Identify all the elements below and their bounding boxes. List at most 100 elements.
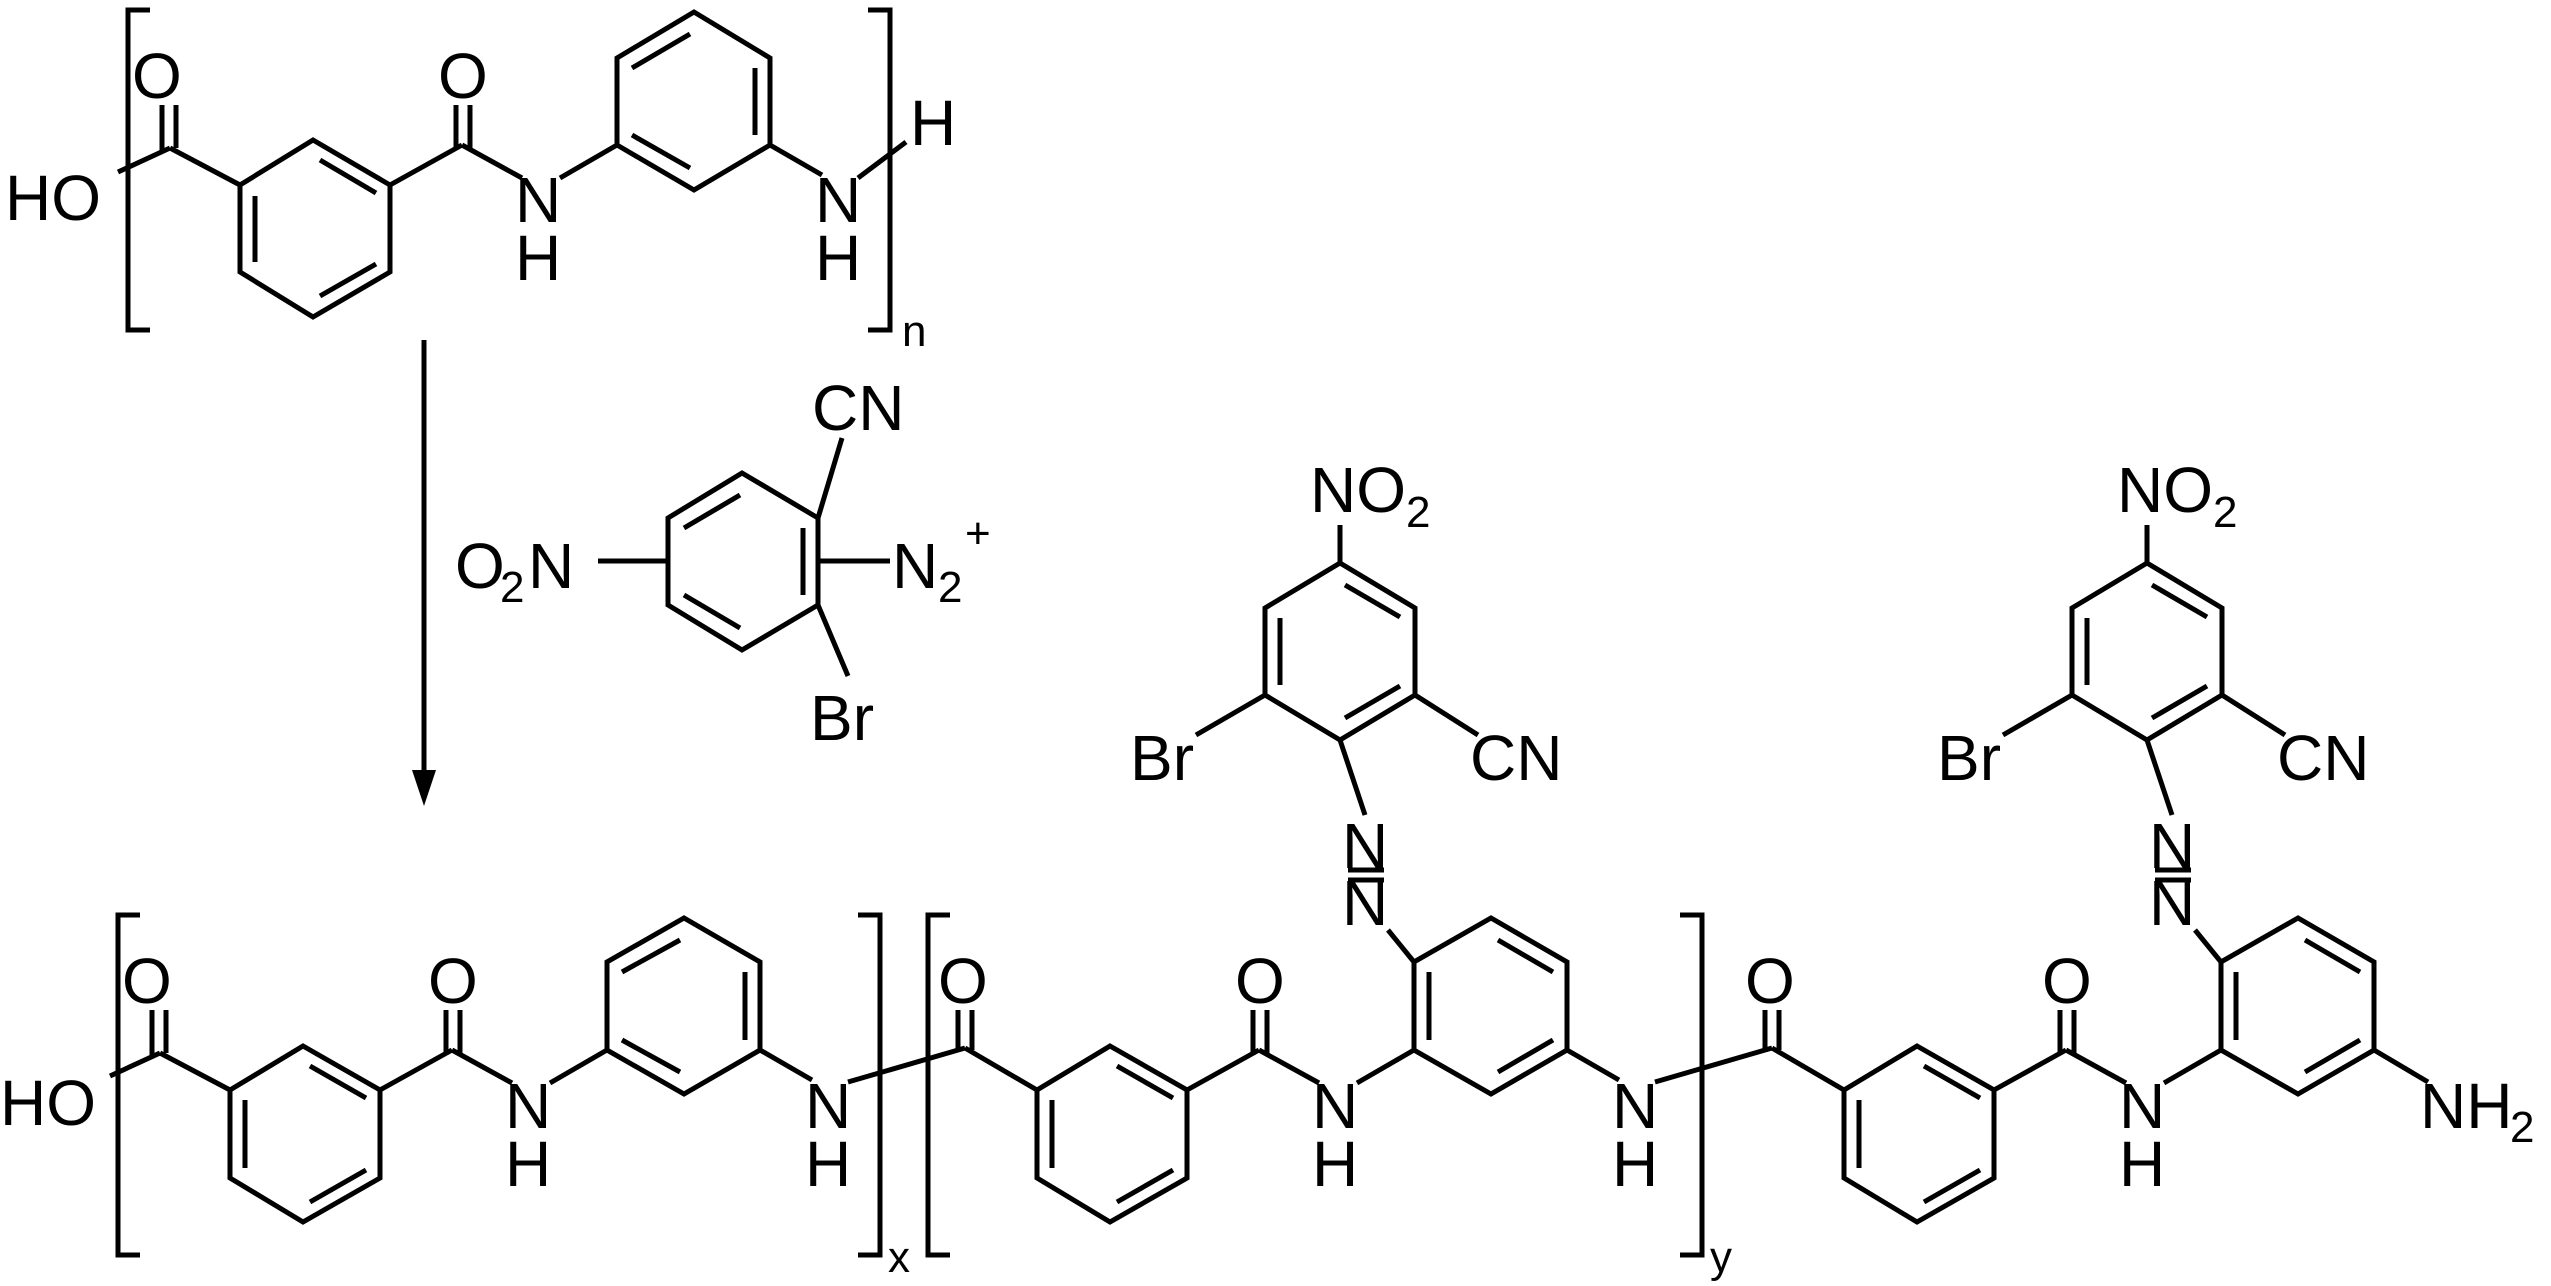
bond [2150, 683, 2209, 721]
atom-h: H [1312, 1128, 1358, 1200]
bond [1922, 1167, 1982, 1205]
subscript-2: 2 [500, 563, 524, 612]
benzene-ring [2069, 560, 2225, 743]
bond [1185, 1047, 1261, 1093]
bond [308, 1063, 368, 1101]
atom-br: Br [1937, 722, 2001, 794]
benzene-ring [614, 9, 773, 193]
bond [2220, 692, 2287, 738]
bond [815, 437, 845, 519]
bond [318, 157, 378, 196]
atom-n: N [1612, 1070, 1658, 1142]
reactant-polymer: n O HO O N H N H H [5, 7, 956, 356]
bond [1922, 1063, 1982, 1101]
bracket-right-x [858, 912, 883, 1258]
atom-nh2: NH [2420, 1070, 2512, 1142]
benzene-ring [237, 137, 393, 320]
atom-h: H [815, 222, 861, 294]
bond [1413, 692, 1480, 738]
bond [1337, 739, 1368, 816]
bond [963, 1045, 1039, 1093]
bond [630, 31, 692, 71]
atom-n2: N [892, 530, 938, 602]
bond [2001, 692, 2074, 738]
bond [108, 1050, 162, 1079]
atom-h: H [805, 1128, 851, 1200]
benzene-ring [1034, 1043, 1190, 1225]
bracket-right-top [868, 7, 893, 333]
subscript-2: 2 [1406, 488, 1430, 537]
atom-no: NO [1310, 454, 1406, 526]
bond [768, 142, 824, 178]
bond [2144, 739, 2175, 816]
bond [630, 132, 692, 171]
atom-o: O [1745, 945, 1795, 1017]
bond [2303, 937, 2362, 975]
bond [1496, 1037, 1555, 1075]
atom-o: O [938, 945, 988, 1017]
atom-cn: CN [1470, 722, 1562, 794]
atom-o: O [428, 945, 478, 1017]
bond [460, 142, 524, 181]
bond [1257, 1047, 1321, 1086]
reaction-arrow [412, 340, 436, 806]
atom-no: NO [2117, 454, 2213, 526]
atom-h: H [515, 222, 561, 294]
atom-h: H [1612, 1128, 1658, 1200]
bond [548, 1047, 609, 1086]
atom-o: O [2042, 945, 2092, 1017]
benzene-ring [1411, 915, 1570, 1097]
arrow-head [412, 770, 436, 806]
bond [2150, 582, 2209, 620]
atom-n: N [515, 164, 561, 236]
bracket-left-y [925, 912, 950, 1258]
atom-h: H [505, 1128, 551, 1200]
atom-cn: CN [812, 372, 904, 444]
bond [856, 140, 908, 180]
repeat-index-y: y [1710, 1233, 1732, 1282]
bond [1343, 683, 1402, 721]
benzene-ring [665, 470, 821, 653]
bond [1654, 1045, 1773, 1085]
bond [558, 142, 619, 181]
bond [620, 937, 682, 975]
atom-n: N [1312, 1070, 1358, 1142]
bond [1343, 582, 1402, 620]
atom-h: H [2119, 1128, 2165, 1200]
atom-o: O [438, 40, 488, 112]
bracket-left-x [115, 912, 140, 1258]
atom-ho: HO [5, 162, 101, 234]
benzene-ring [1841, 1043, 1997, 1225]
atom-n: N [1342, 810, 1388, 882]
bond [847, 1045, 966, 1085]
bond [158, 1050, 232, 1093]
bond [815, 604, 851, 677]
atom-br: Br [810, 682, 874, 754]
bond [388, 142, 464, 188]
diazonium-reagent: CN N 2 + Br O 2 N [455, 372, 991, 754]
atom-n: N [528, 530, 574, 602]
atom-n: N [505, 1070, 551, 1142]
atom-h: H [910, 87, 956, 159]
bond [1496, 937, 1555, 975]
atom-n: N [2119, 1070, 2165, 1142]
atom-cn: CN [2277, 722, 2369, 794]
benzene-ring [604, 915, 763, 1097]
bond [2193, 928, 2223, 964]
benzene-ring [227, 1043, 383, 1225]
bond [620, 1037, 682, 1075]
bond [1992, 1047, 2068, 1093]
bond [2162, 1047, 2223, 1086]
atom-o: O [455, 530, 505, 602]
atom-o: O [1235, 945, 1285, 1017]
bond [2303, 1037, 2362, 1075]
atom-o: O [122, 945, 172, 1017]
bond [318, 261, 378, 299]
atom-br: Br [1130, 722, 1194, 794]
bond [1115, 1063, 1175, 1101]
bond [1770, 1045, 1846, 1093]
bond [450, 1047, 514, 1086]
product-polymer: x O HO O N H N H y O [0, 454, 2534, 1282]
bond [1355, 1047, 1416, 1086]
